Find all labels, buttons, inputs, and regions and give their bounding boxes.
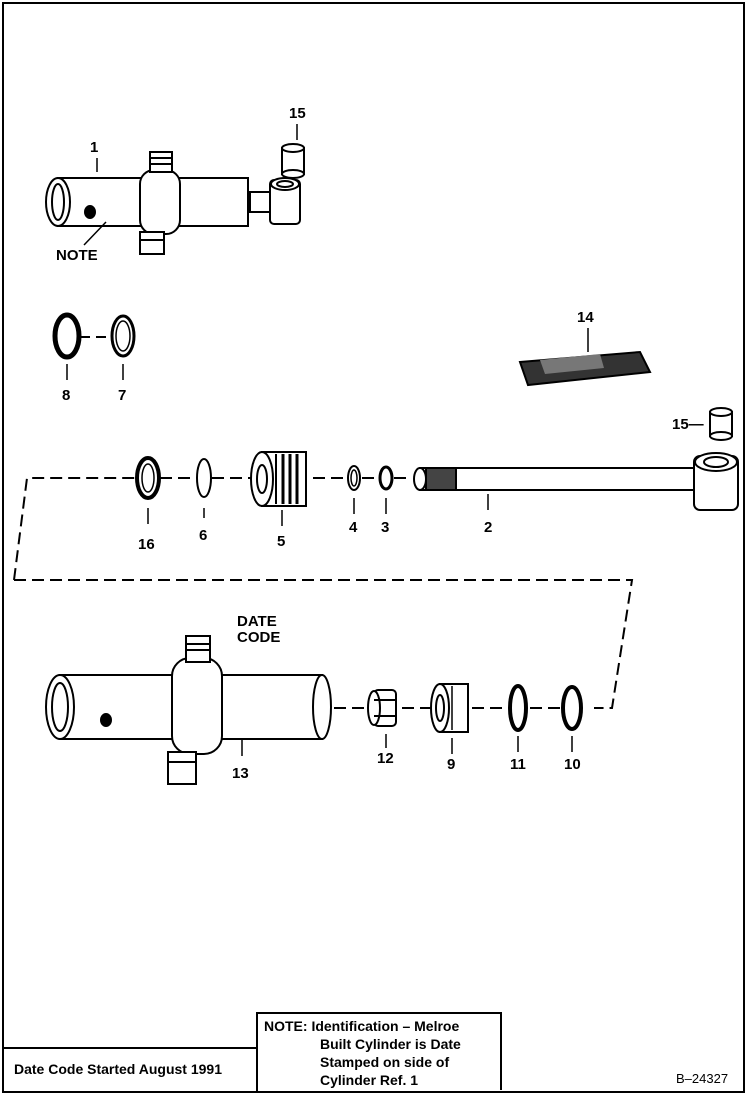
callout-14: 14: [577, 309, 594, 326]
drawing-reference-number: B–24327: [676, 1071, 729, 1086]
callout-15-right: 15—: [672, 416, 704, 433]
callout-8: 8: [62, 387, 71, 404]
callout-4: 4: [349, 519, 358, 536]
part-15-bushing-top: [281, 124, 305, 179]
date-code-label-1: DATE: [237, 613, 277, 630]
dashed-assembly-line-upper: [13, 477, 136, 581]
note-line-3: Stamped on side of: [320, 1054, 450, 1070]
part-2-rod: [413, 452, 739, 511]
note-line-2: Built Cylinder is Date: [320, 1036, 461, 1052]
callout-15-top: 15: [289, 105, 306, 122]
callout-5: 5: [277, 533, 286, 550]
callout-2: 2: [484, 519, 493, 536]
identification-note-box: NOTE: Identification – Melroe Built Cyli…: [256, 1012, 502, 1090]
callout-9: 9: [447, 756, 456, 773]
part-6-ring: [196, 458, 212, 518]
callout-13: 13: [232, 765, 249, 782]
callout-7: 7: [118, 387, 127, 404]
part-10-ring: [561, 685, 583, 752]
part-7-ring: [110, 314, 136, 380]
callout-6: 6: [199, 527, 208, 544]
date-code-box: Date Code Started August 1991: [2, 1047, 258, 1091]
part-1-cylinder-assembly: [45, 151, 301, 255]
part-15-bushing-right: [709, 407, 733, 441]
part-8-ring: [52, 312, 82, 380]
part-11-ring: [508, 684, 528, 752]
note-line-4: Cylinder Ref. 1: [320, 1072, 419, 1088]
part-14-decal: [518, 328, 652, 387]
dashed-assembly-line-return: [14, 579, 634, 709]
callout-16: 16: [138, 536, 155, 553]
part-16-ring: [135, 456, 161, 524]
part-13-cylinder-barrel: [45, 635, 332, 785]
note-line-1: NOTE: Identification – Melroe: [264, 1018, 460, 1034]
callout-1: 1: [90, 139, 99, 156]
callout-11: 11: [510, 756, 526, 773]
part-3-ring: [378, 465, 394, 514]
date-code-label-2: CODE: [237, 629, 281, 646]
note-label: NOTE: [56, 247, 98, 264]
callout-12: 12: [377, 750, 394, 767]
part-4-ring: [347, 465, 361, 514]
callout-3: 3: [381, 519, 390, 536]
part-9-gland: [430, 683, 469, 754]
callout-10: 10: [564, 756, 581, 773]
part-5-piston: [250, 451, 307, 526]
part-12-nut: [367, 689, 397, 748]
date-code-started-text: Date Code Started August 1991: [14, 1061, 222, 1077]
